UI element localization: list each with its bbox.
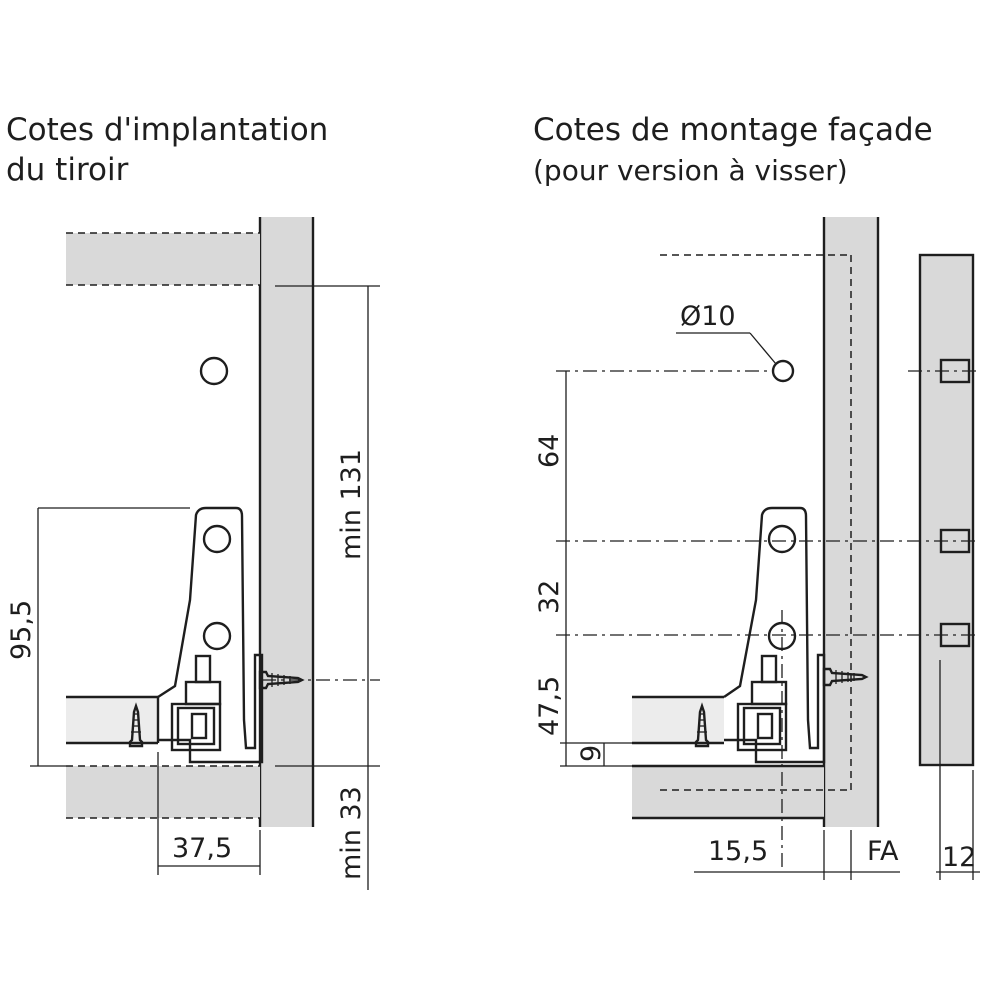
right-dim-fa: FA — [867, 836, 899, 867]
left-screw-drawer — [128, 702, 144, 748]
right-dim-15: 15,5 — [708, 836, 768, 867]
left-dim-height: 95,5 — [6, 600, 37, 660]
left-hole — [199, 356, 229, 386]
right-screw-front — [822, 667, 869, 687]
left-top-panel — [66, 233, 260, 285]
right-dim-64: 64 — [534, 434, 565, 468]
left-bracket — [157, 506, 264, 764]
left-title-line2: du tiroir — [6, 152, 129, 188]
left-title-line1: Cotes d'implantation — [6, 112, 329, 148]
left-dim-top-clearance: min 131 — [336, 449, 367, 560]
right-screw-drawer — [694, 702, 710, 748]
right-dim-9: 9 — [576, 745, 607, 762]
right-dim-12: 12 — [942, 842, 976, 873]
right-drawer-rail — [632, 697, 724, 743]
left-bottom-panel — [66, 766, 260, 818]
left-drawer-rail — [66, 697, 158, 743]
right-bracket — [723, 506, 826, 764]
right-drawer-bottom — [632, 766, 824, 818]
right-dim-hole: Ø10 — [680, 301, 736, 332]
left-dim-depth: 37,5 — [172, 833, 232, 864]
right-title: Cotes de montage façade — [533, 112, 933, 148]
right-subtitle: (pour version à visser) — [533, 154, 848, 187]
right-front-view — [920, 255, 973, 765]
left-dim-bottom-clearance: min 33 — [336, 786, 367, 880]
left-cabinet-wall — [260, 217, 313, 827]
left-drawing: 95,5 min 131 min 33 37,5 — [6, 217, 380, 890]
right-dim-47: 47,5 — [534, 676, 565, 736]
right-hole — [771, 359, 795, 383]
right-drawing: Ø10 64 32 47,5 9 15,5 FA 12 — [534, 217, 980, 880]
right-dim-32: 32 — [534, 580, 565, 614]
